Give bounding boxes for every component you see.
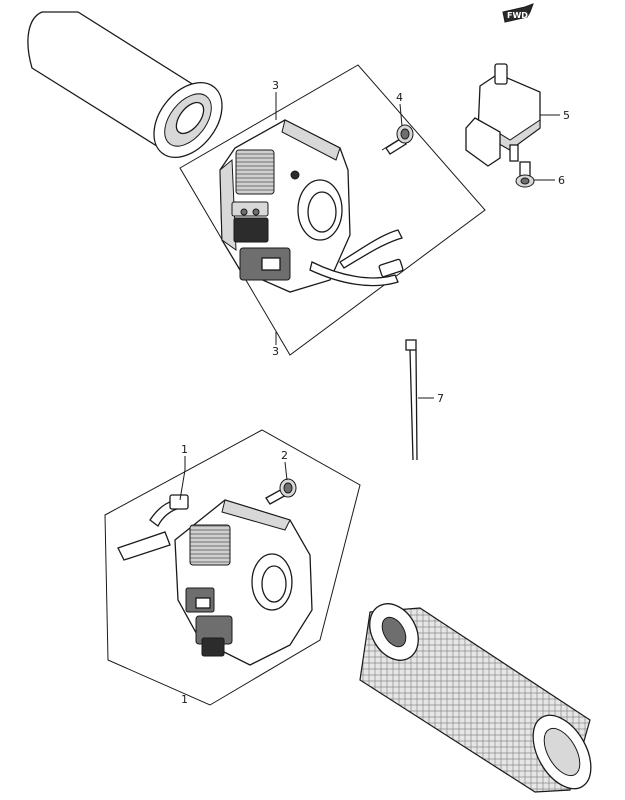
switch-screw-lower — [265, 478, 297, 505]
callout-1-lower-ref: 1 — [181, 693, 188, 706]
switch-screw-upper — [381, 124, 414, 155]
callout-7: 7 — [437, 392, 444, 405]
callout-leader-lines — [179, 92, 560, 501]
callout-3: 3 — [272, 79, 279, 92]
left-handlebar-switch-assembly — [179, 64, 486, 356]
relay-module — [465, 63, 541, 167]
left-handlebar-grip — [27, 11, 223, 158]
callout-5: 5 — [563, 109, 570, 122]
callout-1: 1 — [181, 443, 188, 456]
callout-3-lower-ref: 3 — [272, 345, 279, 358]
cable-tie — [405, 339, 418, 461]
right-handlebar-switch-assembly — [104, 429, 361, 706]
right-handlebar-grip — [359, 603, 592, 793]
callout-2: 2 — [281, 449, 288, 462]
callout-labels: 3 4 5 6 3 7 1 2 1 — [181, 79, 570, 706]
forward-label: FWD — [507, 11, 528, 20]
relay-mounting-screw — [515, 161, 535, 188]
callout-4: 4 — [396, 91, 403, 104]
forward-arrow-marker: FWD — [502, 3, 534, 23]
callout-6: 6 — [558, 174, 565, 187]
